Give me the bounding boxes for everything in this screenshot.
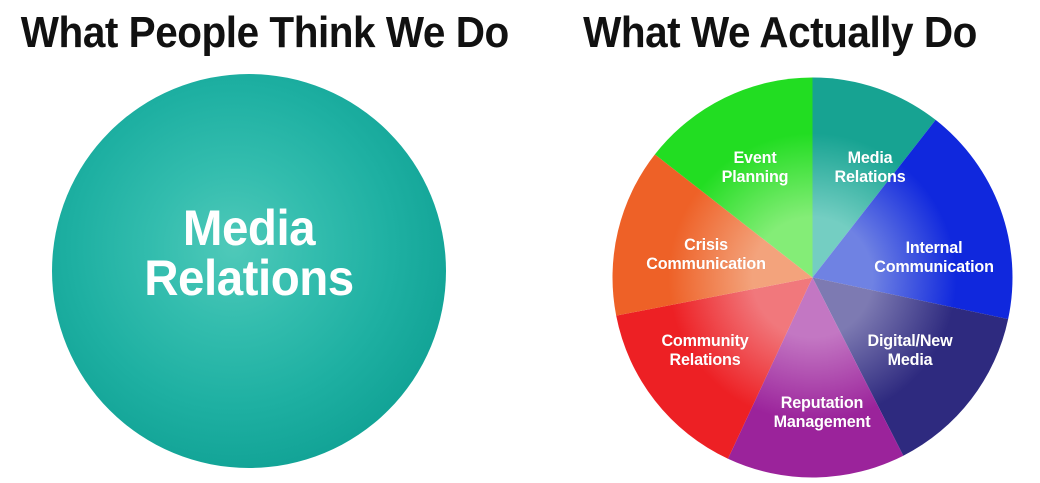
pie-slice (612, 154, 813, 316)
pie-slice (812, 119, 1013, 320)
media-relations-circle-label: Media Relations (144, 200, 354, 306)
pie-svg (612, 77, 1013, 478)
media-relations-circle: Media Relations (52, 74, 446, 468)
pie-slice (616, 277, 813, 459)
left-panel-title: What People Think We Do (20, 8, 509, 57)
pie-slice-group (612, 77, 1013, 478)
pie-slice (727, 277, 904, 478)
pie-slice (654, 77, 813, 278)
pie-slice (812, 277, 1009, 456)
right-panel-title: What We Actually Do (583, 8, 977, 57)
pie-slice (812, 77, 936, 278)
